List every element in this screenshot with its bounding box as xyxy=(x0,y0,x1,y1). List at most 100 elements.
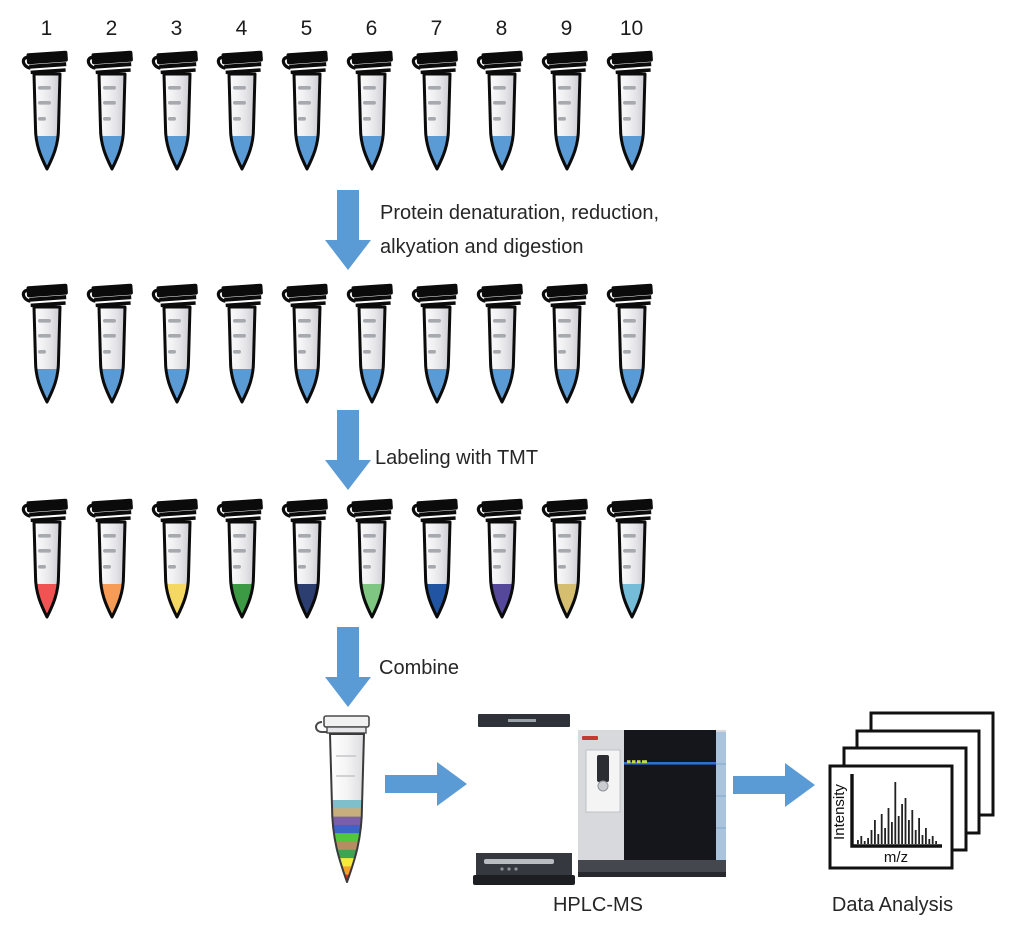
mass-spectrum-plot: Intensity m/z xyxy=(831,774,942,866)
microcentrifuge-tube xyxy=(151,498,198,619)
right-arrow-icon xyxy=(733,763,815,807)
tube-row-tmt-labeled xyxy=(20,496,658,624)
tube-slot xyxy=(410,281,463,409)
microcentrifuge-tube xyxy=(541,50,588,171)
microcentrifuge-tube xyxy=(21,50,68,171)
spectrum-bars xyxy=(857,782,937,844)
combined-tube-layers xyxy=(330,800,364,882)
hplc-ms-instrument-image xyxy=(462,712,734,887)
tube-number-label: 7 xyxy=(430,17,443,40)
tube-slot xyxy=(280,496,333,624)
down-arrow-icon xyxy=(325,190,371,270)
tube-slot xyxy=(605,281,658,409)
tube-number-label: 2 xyxy=(105,17,118,40)
tube-cap xyxy=(606,50,653,75)
microcentrifuge-tube xyxy=(151,283,198,404)
tube-slot: 7 xyxy=(410,14,463,176)
tube-cap xyxy=(21,283,68,308)
tube-cap xyxy=(86,498,133,523)
tube-cap xyxy=(541,498,588,523)
microcentrifuge-tube xyxy=(346,498,393,619)
tube-slot xyxy=(150,496,203,624)
tube-cap xyxy=(151,498,198,523)
tube-number-label: 3 xyxy=(170,17,183,40)
tube-cap xyxy=(541,283,588,308)
tube-slot xyxy=(280,281,333,409)
tube-slot: 10 xyxy=(605,14,658,176)
step-label-combine: Combine xyxy=(379,651,459,685)
microcentrifuge-tube xyxy=(216,50,263,171)
tube-slot xyxy=(345,281,398,409)
spectrum-ylabel: Intensity xyxy=(831,784,848,840)
tube-slot xyxy=(475,496,528,624)
tube-cap xyxy=(606,283,653,308)
microcentrifuge-tube xyxy=(606,498,653,619)
microcentrifuge-tube xyxy=(216,498,263,619)
step-label-line: Protein denaturation, reduction, xyxy=(380,202,660,224)
tube-slot: 9 xyxy=(540,14,593,176)
step-label-tmt: Labeling with TMT xyxy=(375,441,538,475)
microcentrifuge-tube xyxy=(281,498,328,619)
tube-number-label: 1 xyxy=(40,17,53,40)
tube-cap xyxy=(346,498,393,523)
tube-number-label: 5 xyxy=(300,17,313,40)
microcentrifuge-tube xyxy=(541,498,588,619)
spectrum-xlabel: m/z xyxy=(884,849,908,866)
tube-cap xyxy=(281,498,328,523)
tube-cap xyxy=(86,283,133,308)
tube-cap xyxy=(281,283,328,308)
right-arrow-icon xyxy=(385,762,467,806)
tube-slot xyxy=(215,496,268,624)
step-label-line: Labeling with TMT xyxy=(375,447,539,469)
tube-slot xyxy=(540,496,593,624)
data-analysis-label: Data Analysis xyxy=(831,894,954,916)
mass-spectrometer xyxy=(578,730,726,877)
tube-slot xyxy=(475,281,528,409)
tube-cap xyxy=(541,50,588,75)
down-arrow-icon xyxy=(325,627,371,707)
tube-number-label: 6 xyxy=(365,17,378,40)
tube-number-label: 10 xyxy=(619,17,644,40)
tube-slot xyxy=(20,496,73,624)
tube-slot: 2 xyxy=(85,14,138,176)
tube-cap xyxy=(411,498,458,523)
hplc-ms-label: HPLC-MS xyxy=(552,894,643,916)
tube-cap xyxy=(346,283,393,308)
tube-row-samples: 1 2 xyxy=(20,14,658,176)
tube-slot xyxy=(410,496,463,624)
microcentrifuge-tube xyxy=(606,50,653,171)
tube-cap xyxy=(21,50,68,75)
microcentrifuge-tube xyxy=(281,283,328,404)
tube-cap xyxy=(151,50,198,75)
tube-cap xyxy=(21,498,68,523)
microcentrifuge-tube xyxy=(346,50,393,171)
microcentrifuge-tube xyxy=(541,283,588,404)
microcentrifuge-tube xyxy=(86,50,133,171)
tube-slot xyxy=(150,281,203,409)
microcentrifuge-tube xyxy=(281,50,328,171)
tube-cap xyxy=(411,283,458,308)
microcentrifuge-tube xyxy=(411,283,458,404)
tube-cap xyxy=(281,50,328,75)
microcentrifuge-tube xyxy=(151,50,198,171)
hplc-stack xyxy=(473,714,575,885)
data-analysis-spectra-icon: Intensity m/z xyxy=(820,710,1005,875)
tube-slot xyxy=(85,281,138,409)
tube-slot xyxy=(215,281,268,409)
tube-cap xyxy=(476,50,523,75)
microcentrifuge-tube xyxy=(606,283,653,404)
tube-slot: 3 xyxy=(150,14,203,176)
tube-cap xyxy=(346,50,393,75)
tube-cap xyxy=(216,283,263,308)
microcentrifuge-tube xyxy=(411,498,458,619)
tube-cap xyxy=(476,498,523,523)
tube-slot xyxy=(540,281,593,409)
tube-slot: 1 xyxy=(20,14,73,176)
tube-slot: 8 xyxy=(475,14,528,176)
combined-tube xyxy=(310,710,384,892)
microcentrifuge-tube xyxy=(476,498,523,619)
microcentrifuge-tube xyxy=(476,283,523,404)
microcentrifuge-tube xyxy=(346,283,393,404)
microcentrifuge-tube xyxy=(86,498,133,619)
